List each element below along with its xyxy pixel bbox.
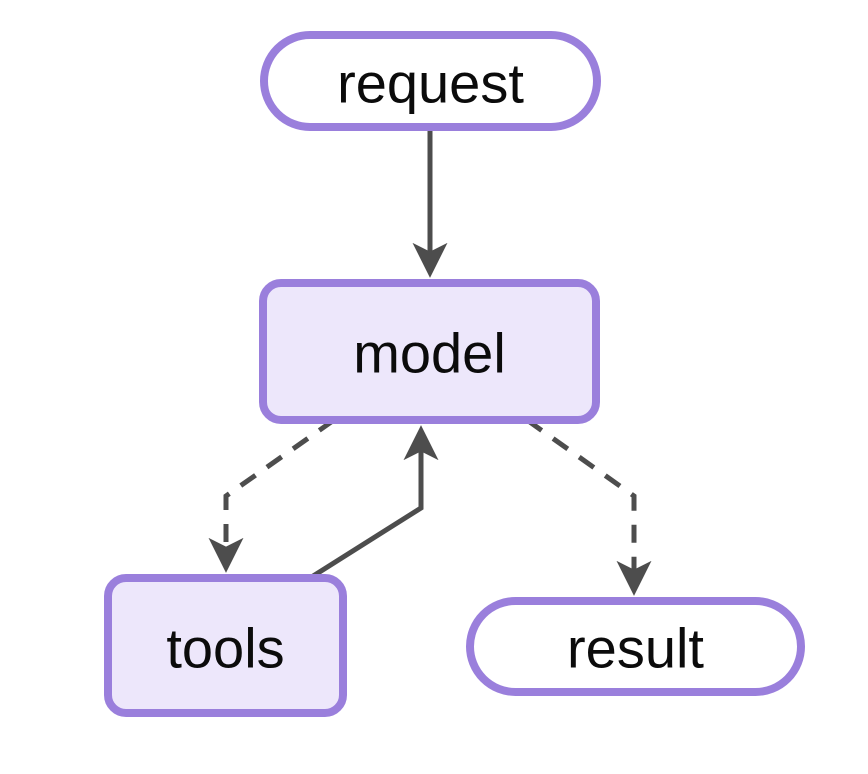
node-result-shape[interactable] xyxy=(466,597,805,696)
node-model-shape[interactable] xyxy=(259,279,600,424)
node-layer: request model tools result xyxy=(104,31,805,717)
node-result[interactable]: result xyxy=(466,597,805,696)
node-request-shape[interactable] xyxy=(260,31,601,131)
node-tools[interactable]: tools xyxy=(104,574,347,717)
edge-model-to-result xyxy=(525,417,652,596)
node-tools-shape[interactable] xyxy=(104,574,347,717)
edge-layer xyxy=(208,127,652,596)
node-model-label: model xyxy=(353,322,506,385)
node-tools-label: tools xyxy=(166,617,284,680)
edge-tools-to-model xyxy=(308,425,439,581)
node-model[interactable]: model xyxy=(259,279,600,424)
node-request-label: request xyxy=(337,52,524,115)
node-result-label: result xyxy=(567,617,704,680)
edge-model-to-tools xyxy=(208,417,336,573)
node-request[interactable]: request xyxy=(260,31,601,131)
